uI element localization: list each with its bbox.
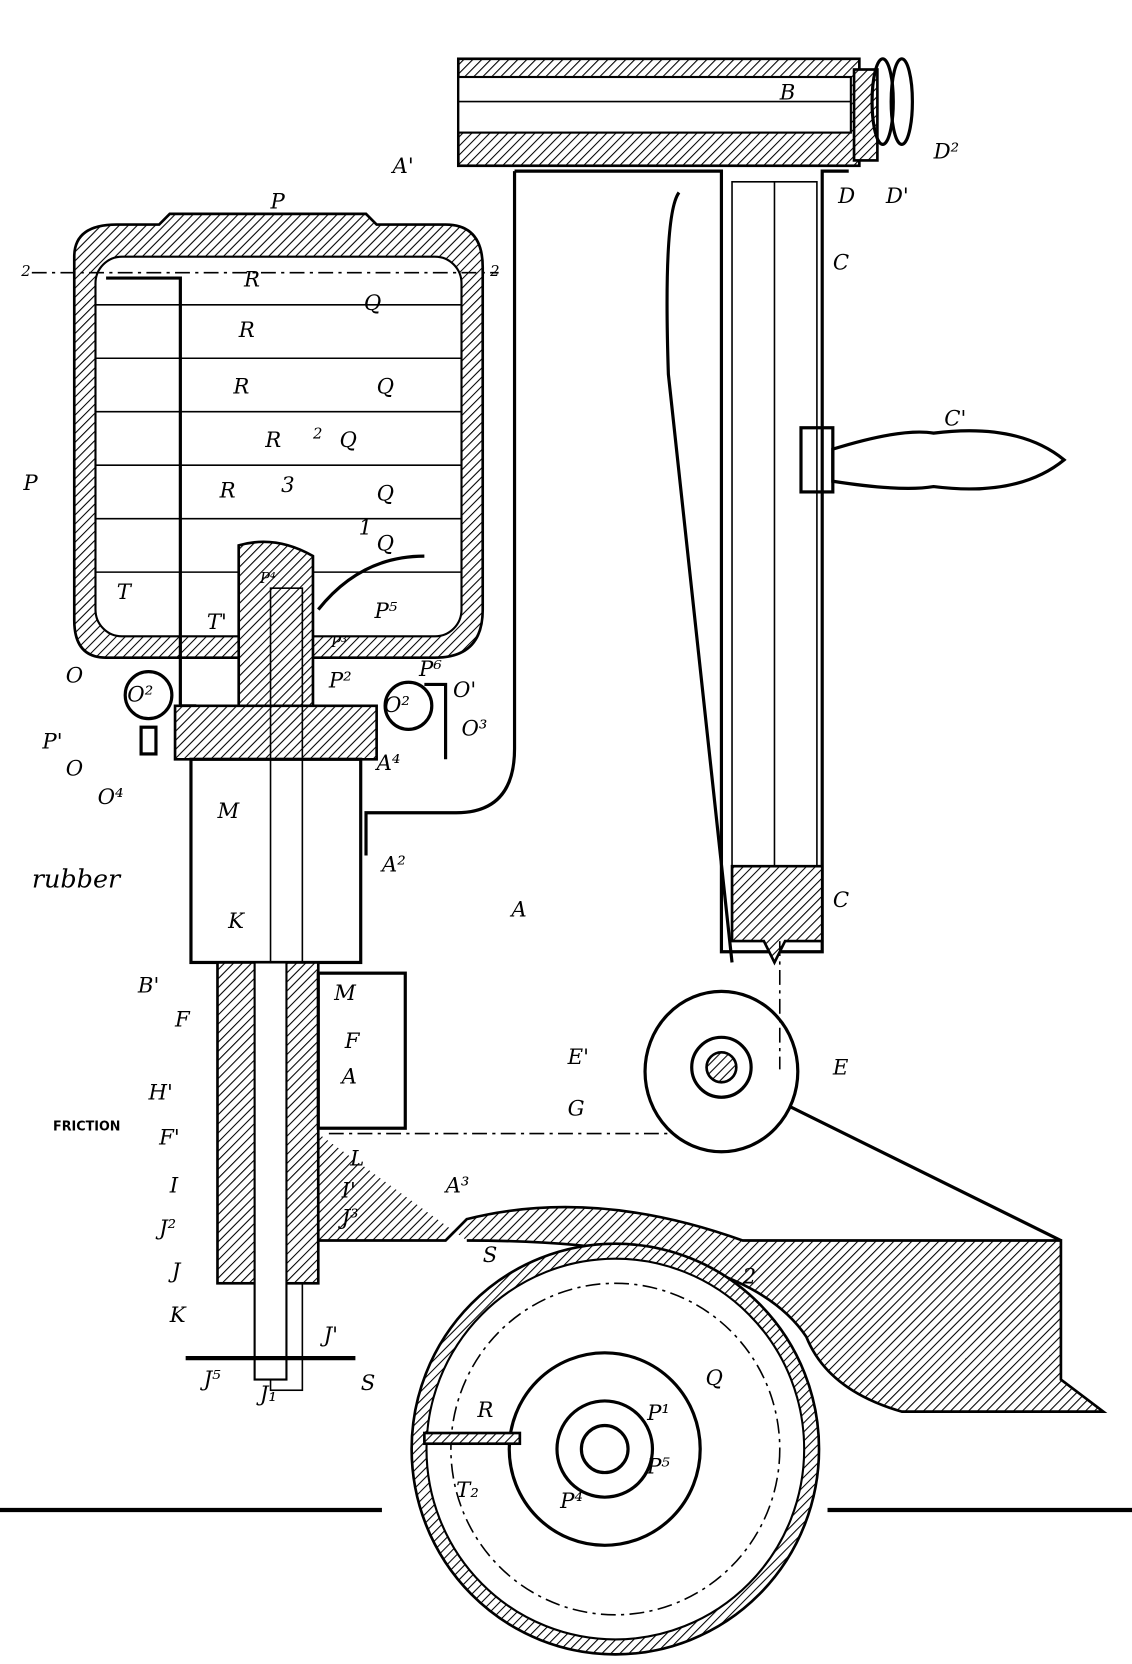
label: D' (885, 184, 909, 209)
spindle (185, 587, 1108, 1413)
label: C (833, 250, 849, 275)
label: Q (377, 481, 394, 506)
label: D² (933, 139, 960, 164)
label: K (169, 1303, 187, 1328)
label: J³ (338, 1205, 359, 1230)
label: E (832, 1056, 849, 1081)
handle (799, 426, 1067, 494)
label: J (168, 1259, 182, 1284)
label: P² (328, 669, 352, 694)
label: F (344, 1029, 361, 1054)
label: R (476, 1398, 493, 1423)
label: T (117, 580, 133, 605)
label: S (483, 1243, 498, 1268)
label: O (66, 663, 83, 688)
label: P⁴ (559, 1489, 583, 1514)
label: L (349, 1147, 364, 1172)
label: R (232, 374, 249, 399)
label: D (837, 184, 855, 209)
label: A' (391, 154, 414, 179)
label: B' (137, 973, 159, 998)
label: M (333, 981, 357, 1006)
label: C' (944, 407, 966, 432)
label: A⁴ (375, 751, 401, 776)
label: K (227, 909, 245, 934)
label: I (169, 1173, 179, 1198)
label: P' (41, 730, 62, 755)
label: M (216, 799, 240, 824)
label: B (779, 80, 796, 105)
label: E' (567, 1045, 589, 1070)
label: H' (148, 1080, 173, 1105)
handwritten-note: rubber (32, 865, 122, 895)
label: G (568, 1096, 585, 1121)
label: P⁶ (418, 657, 442, 682)
label: T₂ (456, 1478, 479, 1503)
label: P⁵ (646, 1455, 670, 1480)
label: 3 (281, 473, 295, 498)
label: P³ (330, 633, 347, 651)
label: Q (339, 428, 356, 453)
label: O² (127, 682, 153, 707)
pulley (643, 989, 1062, 1242)
label: A (509, 897, 526, 922)
label: J₁ (256, 1382, 277, 1407)
label: 2 (312, 424, 322, 442)
label: T' (207, 610, 227, 635)
label: I' (341, 1179, 356, 1204)
reservoir-tank (72, 212, 485, 761)
wheel (410, 1242, 821, 1656)
label: P⁵ (374, 599, 398, 624)
label: O (66, 756, 83, 781)
label: Q (377, 374, 394, 399)
label: 2 (742, 1264, 757, 1289)
label: J' (320, 1323, 338, 1348)
label: P¹ (646, 1401, 670, 1426)
label: O³ (461, 717, 487, 742)
friction-label: FRICTION (53, 1119, 120, 1134)
label: 1 (359, 516, 373, 541)
label: 2 (20, 262, 30, 280)
label: 2 (489, 262, 499, 280)
label: O² (384, 693, 410, 718)
label: C (833, 888, 849, 913)
top-bar (456, 57, 914, 168)
label: Q (377, 532, 394, 557)
main-column (364, 169, 849, 966)
label: R (219, 478, 236, 503)
label: Q (706, 1366, 723, 1391)
label: O' (453, 678, 476, 703)
label: P (270, 189, 286, 214)
label: P (22, 471, 38, 496)
label: O⁴ (98, 785, 124, 810)
label: A² (380, 852, 406, 877)
label: A³ (444, 1173, 470, 1198)
label: J² (155, 1216, 176, 1241)
part-labels: B A' D² D D' C C' C P 2 2 R R R R R Q Q … (20, 80, 966, 1514)
label: F (174, 1008, 191, 1033)
label: R (264, 428, 281, 453)
label: R (238, 318, 255, 343)
label: R (243, 268, 260, 293)
label: J⁵ (200, 1367, 221, 1392)
label: S (361, 1371, 376, 1396)
label: P⁴ (259, 569, 276, 587)
label: Q (364, 291, 381, 316)
label: A (340, 1064, 357, 1089)
label: F' (158, 1125, 180, 1150)
